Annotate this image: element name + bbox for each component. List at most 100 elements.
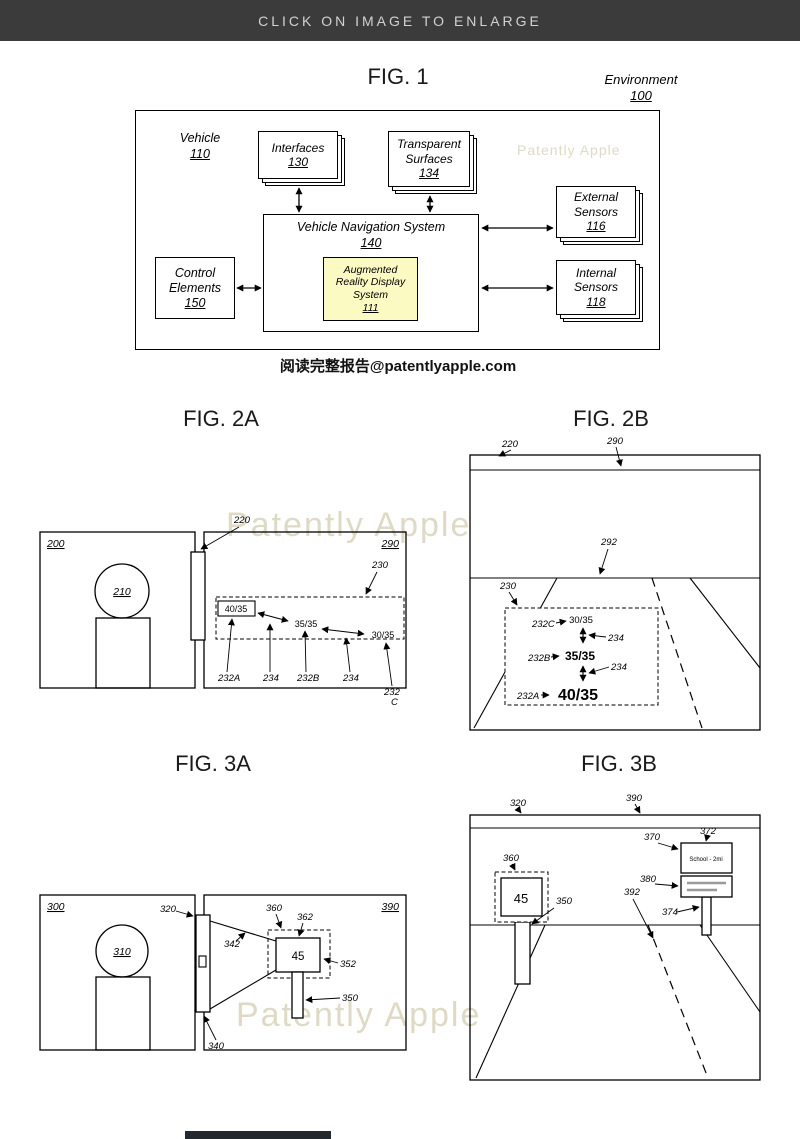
fig2b-label-234b: 234 <box>610 662 627 673</box>
fig2a-label-232c-line1: 232 <box>383 687 401 698</box>
fig3b-label-372: 372 <box>700 826 717 837</box>
fig3a-label-310: 310 <box>113 946 131 958</box>
fig2a-speed-40: 40/35 <box>225 604 248 614</box>
fig2a-label-200: 200 <box>46 538 65 550</box>
fig3a-overlay-zone <box>267 929 331 979</box>
fig3b-school-sign-text: School - 2mi <box>689 857 722 863</box>
fig1-external-sensors-box: External Sensors 116 <box>556 186 643 245</box>
fig2b-drawing: 220 290 292 230 30/35 35/35 40/35 232C 2… <box>469 436 761 731</box>
fig3b-lane-line <box>647 924 709 1079</box>
fig2a-label-232c-line2: C <box>391 697 398 708</box>
fig2a-label-234b: 234 <box>342 673 359 684</box>
nav-system-text: Vehicle Navigation System <box>296 220 446 234</box>
fig2b-label-234a: 234 <box>607 633 624 644</box>
fig3b-overlay-zone <box>494 871 549 923</box>
fig2b-label-292: 292 <box>600 537 618 548</box>
fig2a-speed-30: 30/35 <box>372 630 395 640</box>
enlarge-banner: CLICK ON IMAGE TO ENLARGE <box>0 0 800 41</box>
control-elements-num: 150 <box>184 295 206 310</box>
fig3a-user-body <box>95 976 151 1051</box>
fig3b-speed-sign <box>500 877 543 917</box>
fig2b-label-232b: 232B <box>527 653 551 664</box>
fig3a-cabin-box <box>39 894 196 1051</box>
fig3a-label-320: 320 <box>160 904 177 915</box>
fig3b-school-sign <box>680 842 733 874</box>
fig2a-user-body <box>95 617 151 689</box>
watermark-fig3: Patently Apple <box>236 996 482 1034</box>
fig2a-view-box <box>203 531 407 689</box>
vehicle-text: Vehicle <box>179 131 221 145</box>
ar-display-text: Augmented Reality Display System <box>335 263 406 301</box>
fig3b-label-390: 390 <box>626 793 643 804</box>
fig3a-label-300: 300 <box>47 901 65 913</box>
control-elements-text: Control Elements <box>168 265 222 295</box>
fig3b-sign-text: 45 <box>514 891 528 906</box>
fig3b-school-post <box>701 896 712 936</box>
environment-num: 100 <box>630 88 652 104</box>
fig3b-sign-post <box>514 921 531 985</box>
fig3b-title: FIG. 3B <box>581 751 657 776</box>
fig2b-speed-30: 30/35 <box>569 615 593 626</box>
fig3b-label-350: 350 <box>556 896 573 907</box>
fig1-vehicle-label: Vehicle 110 <box>168 131 232 162</box>
fig3a-label-362: 362 <box>297 912 314 923</box>
fig2a-hud-zone <box>215 596 405 640</box>
fig2a-label-232a: 232A <box>217 673 240 684</box>
fig2b-label-232a: 232A <box>516 691 539 702</box>
fig3a-title: FIG. 3A <box>175 751 251 776</box>
fig2b-lane-line <box>651 577 703 729</box>
fig1-interfaces-box: Interfaces 130 <box>258 131 345 186</box>
fig2a-label-210: 210 <box>112 586 131 598</box>
fig1-ar-display-box: Augmented Reality Display System 111 <box>323 257 418 321</box>
external-sensors-num: 116 <box>586 219 606 234</box>
enlarge-banner-text: CLICK ON IMAGE TO ENLARGE <box>258 12 542 29</box>
transparent-surfaces-text: Transparent Surfaces <box>397 137 461 166</box>
fig3a-user-head <box>95 924 149 978</box>
watermark-fig2: Patently Apple <box>226 506 472 544</box>
report-caption: 阅读完整报告@patentlyapple.com <box>279 358 517 375</box>
fig2a-speed-35: 35/35 <box>295 619 318 629</box>
fig1-title: FIG. 1 <box>367 64 429 89</box>
fig2a-label-232b: 232B <box>296 673 320 684</box>
ar-display-num: 111 <box>362 301 379 314</box>
fig2b-speed-35: 35/35 <box>565 649 595 663</box>
fig1-transparent-surfaces-box: Transparent Surfaces 134 <box>388 131 477 194</box>
fig2a-cabin-box <box>39 531 196 689</box>
fig2b-label-290: 290 <box>606 436 624 447</box>
fig3a-label-352: 352 <box>340 959 357 970</box>
fig3b-drawing: 320 390 360 45 350 370 372 School - 2mi … <box>469 793 761 1081</box>
fig2b-label-220: 220 <box>501 439 519 450</box>
fig2a-speed40-box <box>217 600 256 617</box>
fig2a-title: FIG. 2A <box>183 406 259 431</box>
fig3b-label-374: 374 <box>662 907 678 918</box>
vehicle-num: 110 <box>190 146 210 161</box>
watermark-fig1: Patently Apple <box>517 142 621 158</box>
fig3a-label-360: 360 <box>266 903 283 914</box>
transparent-surfaces-num: 134 <box>418 166 440 181</box>
fig3a-speed-sign <box>275 937 321 973</box>
fig2a-user-head <box>94 563 150 619</box>
fig2a-display <box>190 551 206 641</box>
external-sensors-text: External Sensors <box>573 190 619 219</box>
fig3b-label-380: 380 <box>640 874 657 885</box>
fig1-nav-system-box: Vehicle Navigation System 140 Augmented … <box>263 214 479 332</box>
fig3a-label-342: 342 <box>224 939 241 950</box>
internal-sensors-text: Internal Sensors <box>573 265 619 295</box>
fig3a-display <box>195 914 211 1013</box>
fig2b-title: FIG. 2B <box>573 406 649 431</box>
interfaces-text: Interfaces <box>271 140 325 155</box>
fig3b-info-sign <box>680 875 733 898</box>
fig2b-label-232c: 232C <box>531 619 555 630</box>
nav-system-num: 140 <box>360 235 382 250</box>
fig3b-label-320: 320 <box>510 798 527 809</box>
fig3b-label-360: 360 <box>503 853 520 864</box>
fig3b-windshield-box <box>469 814 761 1081</box>
fig1-internal-sensors-box: Internal Sensors 118 <box>556 260 643 322</box>
fig2b-windshield-box <box>469 454 761 731</box>
fig1-control-elements-box: Control Elements 150 <box>155 257 235 319</box>
internal-sensors-num: 118 <box>586 294 606 309</box>
fig2a-label-234a: 234 <box>262 673 279 684</box>
fig1-vehicle-box <box>135 110 660 350</box>
fig3a-sign-text: 45 <box>292 951 305 963</box>
